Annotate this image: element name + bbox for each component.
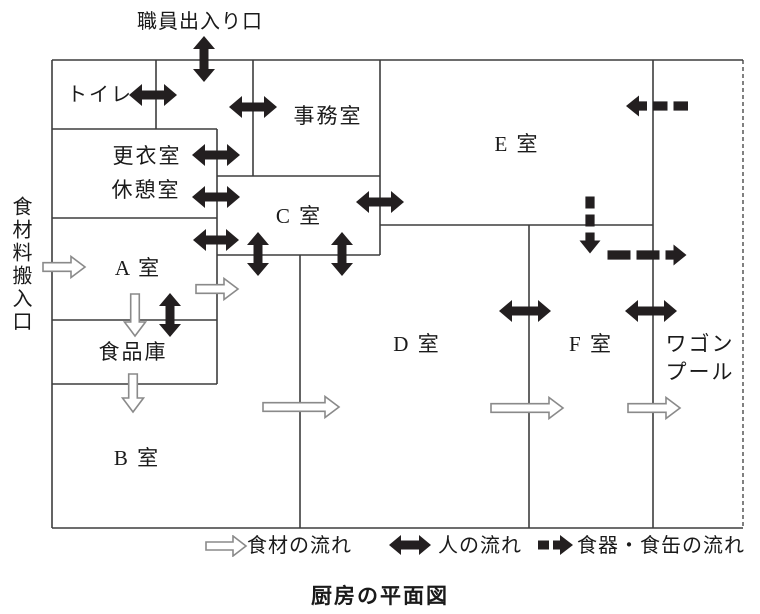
room-label-food-storage: 食品庫	[98, 340, 168, 364]
ingredients-flow-arrow	[195, 276, 240, 302]
room-label-changing-room: 更衣室	[112, 144, 182, 168]
dishes-flow-arrow-dash	[607, 250, 631, 260]
people-flow-arrow	[625, 300, 677, 322]
people-flow-arrow	[129, 84, 177, 106]
staff-entrance-label: 職員出入り口	[137, 11, 263, 33]
room-label-wagon-pool: ワゴンプール	[665, 332, 735, 384]
dishes-flow-arrow-dash	[673, 101, 688, 111]
dishes-flow-arrow-dash	[636, 250, 660, 260]
figure-title: 厨房の平面図	[311, 585, 449, 608]
people-flow-arrow	[499, 300, 551, 322]
room-label-d: D 室	[393, 332, 441, 356]
room-label-e: E 室	[494, 132, 540, 156]
legend-label-ingredients-flow: 食材の流れ	[247, 535, 352, 557]
people-flow-arrow	[192, 186, 240, 208]
dishes-flow-arrow-dash	[585, 214, 595, 227]
room-label-a: A 室	[114, 256, 162, 280]
dishes-flow-arrow	[626, 95, 647, 117]
room-label-office: 事務室	[293, 104, 363, 128]
dishes-flow-arrow	[665, 244, 687, 266]
legend-label-people-flow: 人の流れ	[438, 535, 522, 557]
people-flow-arrow	[247, 232, 269, 276]
people-flow-arrow	[192, 144, 240, 166]
dishes-flow-arrow	[579, 232, 601, 254]
room-label-toilet: トイレ	[67, 84, 133, 106]
legend-label-dishes-flow: 食器・食缶の流れ	[577, 535, 745, 557]
people-flow-arrow	[159, 293, 181, 337]
room-label-break-room: 休憩室	[111, 178, 181, 202]
room-label-f: F 室	[569, 332, 613, 356]
ingredients-flow-arrow	[122, 293, 148, 338]
people-flow-arrow	[193, 229, 239, 251]
people-flow-arrow	[356, 191, 404, 213]
white-arrow-icon	[205, 535, 248, 557]
ingredients-flow-arrow	[42, 254, 87, 280]
dashed-arrow-icon	[538, 535, 573, 555]
dishes-flow-arrow-dash	[653, 101, 668, 111]
ingredients-flow-arrow	[120, 373, 146, 414]
people-arrow-icon	[389, 535, 431, 555]
ingredients-flow-arrow	[262, 394, 341, 420]
ingredients-flow-arrow	[490, 395, 565, 421]
people-flow-arrow	[229, 96, 277, 118]
people-flow-arrow	[193, 36, 215, 82]
people-flow-arrow	[331, 232, 353, 276]
ingredients-flow-arrow	[627, 395, 682, 421]
ingredients-entrance-label: 食材料搬入口	[9, 196, 31, 334]
room-label-c: C 室	[275, 204, 323, 228]
dishes-flow-arrow-dash	[585, 196, 595, 209]
room-label-b: B 室	[113, 446, 161, 470]
